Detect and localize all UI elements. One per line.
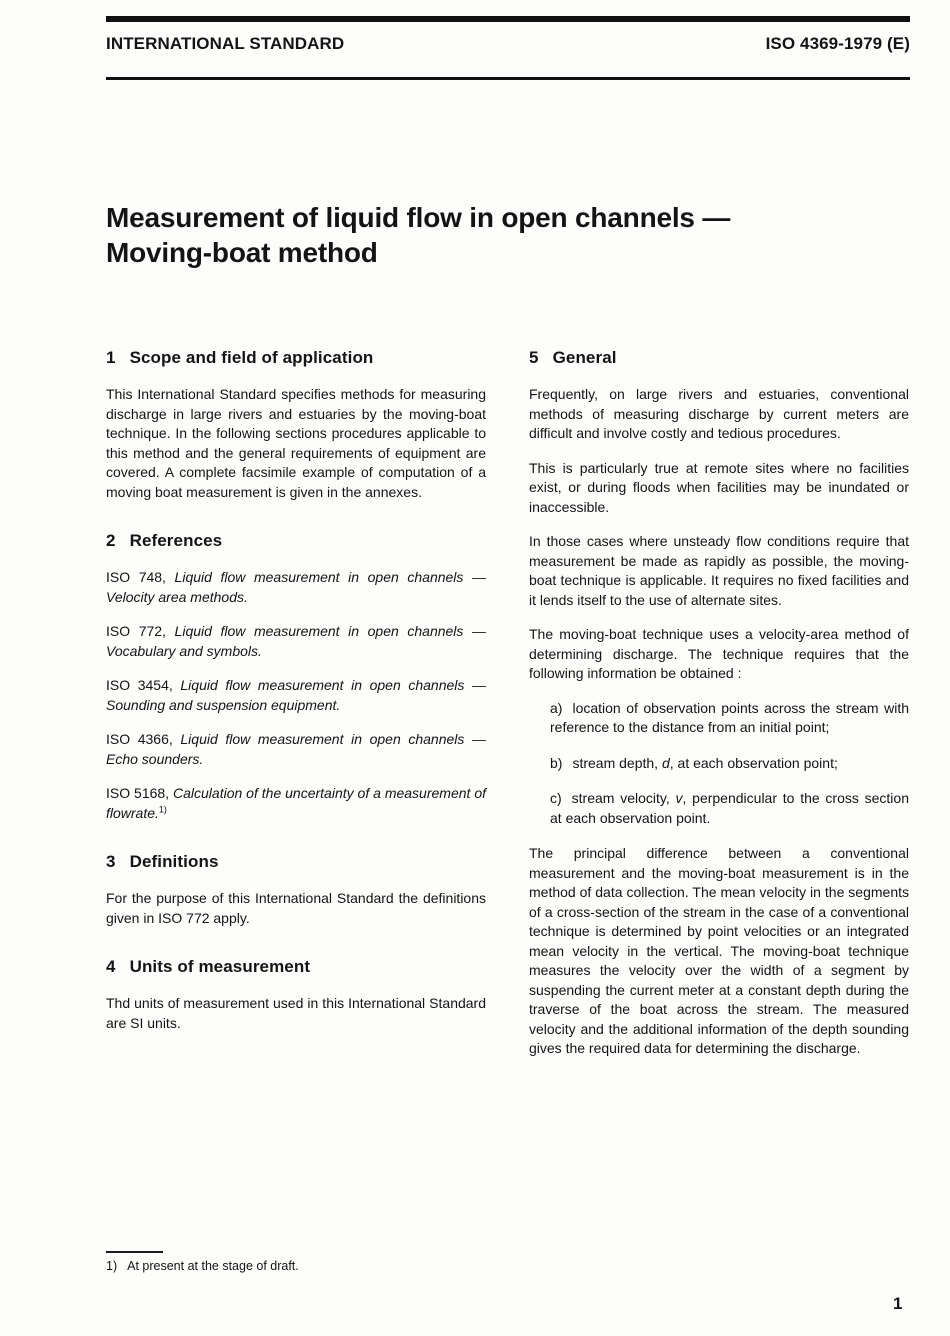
header-left-label: INTERNATIONAL STANDARD [106, 34, 345, 53]
section-5-title: General [552, 348, 617, 367]
footnote-divider-rule [106, 1251, 163, 1253]
list-item-label: c) [550, 790, 562, 806]
document-title-line1: Measurement of liquid flow in open chann… [106, 202, 731, 233]
list-item-text: stream velocity, [571, 790, 676, 806]
reference-title: Calculation of the uncertainty of a meas… [106, 785, 487, 821]
header-top-rule [106, 16, 910, 22]
right-column: 5 General Frequently, on large rivers and… [529, 345, 909, 1074]
reference-code: ISO 748, [106, 569, 166, 585]
list-item-label: a) [550, 699, 563, 716]
reference-code: ISO 772, [106, 623, 166, 639]
footnote: 1) At present at the stage of draft. [106, 1258, 299, 1274]
reference-code: ISO 4366, [106, 731, 173, 747]
section-3-number: 3 [106, 852, 116, 871]
section-4-number: 4 [106, 957, 116, 976]
section-5-paragraph-1: Frequently, on large rivers and estuarie… [529, 386, 909, 441]
section-4-paragraph: Thd units of measurement used in this In… [106, 995, 486, 1031]
list-item-label: b) [550, 754, 563, 771]
footnote-marker: 1) [106, 1259, 118, 1273]
section-4-title: Units of measurement [129, 957, 311, 976]
section-5-number: 5 [529, 348, 539, 367]
section-3-heading: 3 Definitions [106, 851, 486, 872]
reference-title: Liquid flow measurement in open channels… [106, 569, 486, 605]
section-2-number: 2 [106, 531, 116, 550]
reference-code: ISO 5168, [106, 785, 170, 801]
section-5-paragraph-5: The principal difference between a conve… [529, 845, 909, 1056]
page-number: 1 [893, 1294, 903, 1313]
list-item-text: stream depth, [572, 754, 662, 771]
two-column-body: 1 Scope and field of application This Int… [106, 345, 910, 1074]
header-bottom-rule [106, 77, 910, 80]
document-title-line2: Moving-boat method [106, 237, 378, 268]
list-item-text: location of observation points across th… [550, 699, 909, 736]
list-item-b: b) stream depth, d, at each observation p… [550, 754, 909, 774]
list-item-a: a)location of observation points across … [550, 699, 909, 738]
left-column: 1 Scope and field of application This Int… [106, 345, 486, 1074]
footnote-text: At present at the stage of draft. [127, 1259, 299, 1273]
section-1-heading: 1 Scope and field of application [106, 347, 486, 368]
reference-item: ISO 3454, Liquid flow measurement in ope… [106, 676, 486, 715]
section-5-paragraph-4: The moving-boat technique uses a velocit… [529, 626, 909, 681]
list-item-variable: d [661, 754, 670, 771]
list-item-c: c) stream velocity, v, perpendicular to t… [550, 789, 909, 828]
page-header: INTERNATIONAL STANDARD ISO 4369-1979 (E) [106, 34, 910, 54]
section-1-paragraph: This International Standard specifies me… [106, 386, 486, 500]
section-2-heading: 2 References [106, 530, 486, 551]
header-document-number: ISO 4369-1979 (E) [765, 34, 910, 53]
footnote-reference-marker: 1) [158, 803, 167, 814]
reference-item: ISO 772, Liquid flow measurement in open… [106, 622, 486, 661]
section-5-heading: 5 General [529, 347, 909, 368]
section-1-number: 1 [106, 348, 116, 367]
list-item-text: , perpendicular to the cross section at … [550, 790, 909, 826]
reference-title: Liquid flow measurement in open channels… [106, 731, 487, 767]
section-1-title: Scope and field of application [129, 348, 374, 367]
reference-title: Liquid flow measurement in open channels… [106, 623, 486, 659]
document-title: Measurement of liquid flow in open chann… [106, 200, 846, 270]
section-2-title: References [129, 531, 223, 550]
section-5-paragraph-2: This is particularly true at remote site… [529, 459, 909, 515]
section-3-title: Definitions [129, 852, 219, 871]
section-3-paragraph: For the purpose of this International St… [106, 890, 486, 926]
list-item-text: , at each observation point; [669, 754, 838, 771]
reference-item: ISO 748, Liquid flow measurement in open… [106, 568, 486, 607]
section-4-heading: 4 Units of measurement [106, 956, 486, 977]
reference-title: Liquid flow measurement in open channels… [106, 677, 487, 713]
reference-code: ISO 3454, [106, 677, 173, 693]
list-item-variable: v [675, 790, 683, 806]
section-5-paragraph-3: In those cases where unsteady flow condi… [529, 533, 909, 608]
reference-item: ISO 5168, Calculation of the uncertainty… [106, 784, 486, 823]
reference-item: ISO 4366, Liquid flow measurement in ope… [106, 730, 486, 769]
